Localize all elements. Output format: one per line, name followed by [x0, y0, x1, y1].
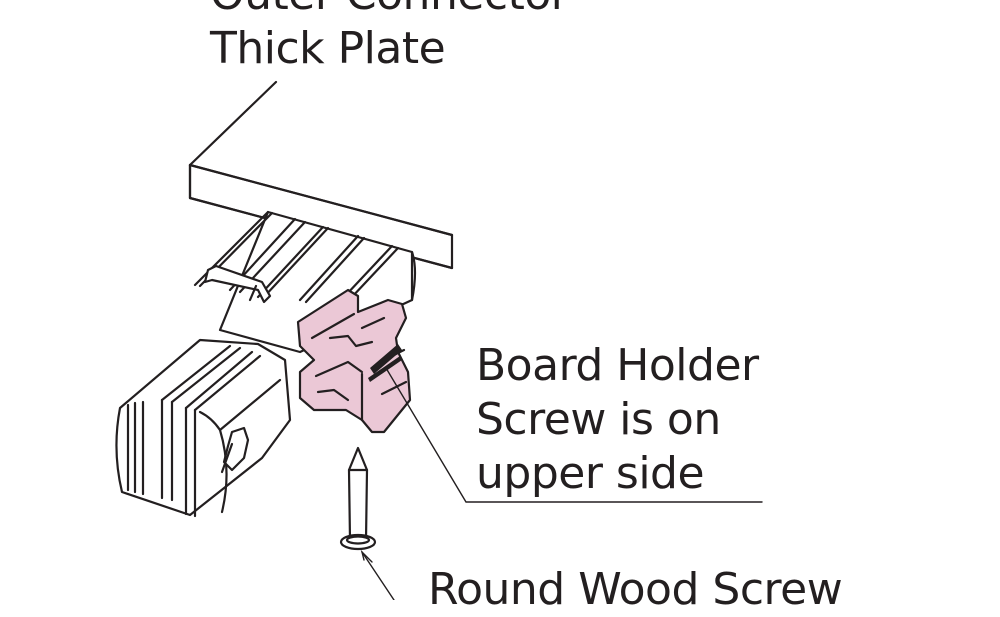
label-thick-plate: Thick Plate: [210, 23, 446, 74]
board-holder-leader: [385, 367, 763, 503]
round-wood-screw-arrow-icon: [360, 549, 373, 563]
label-board-holder: Board Holder: [476, 340, 759, 391]
label-screw-is-on: Screw is on: [476, 394, 721, 445]
outer-connector: [115, 338, 292, 518]
round-wood-screw-leader: [361, 551, 395, 601]
diagram-drawing: [115, 80, 763, 601]
assembly-diagram: Outer Connector Thick Plate Board Holder…: [115, 0, 843, 615]
board-holder: [296, 288, 412, 434]
label-round-wood-screw: Round Wood Screw: [428, 564, 843, 615]
label-outer-connector: Outer Connector: [210, 0, 569, 22]
round-wood-screw: [339, 446, 377, 551]
label-upper-side: upper side: [476, 448, 705, 499]
